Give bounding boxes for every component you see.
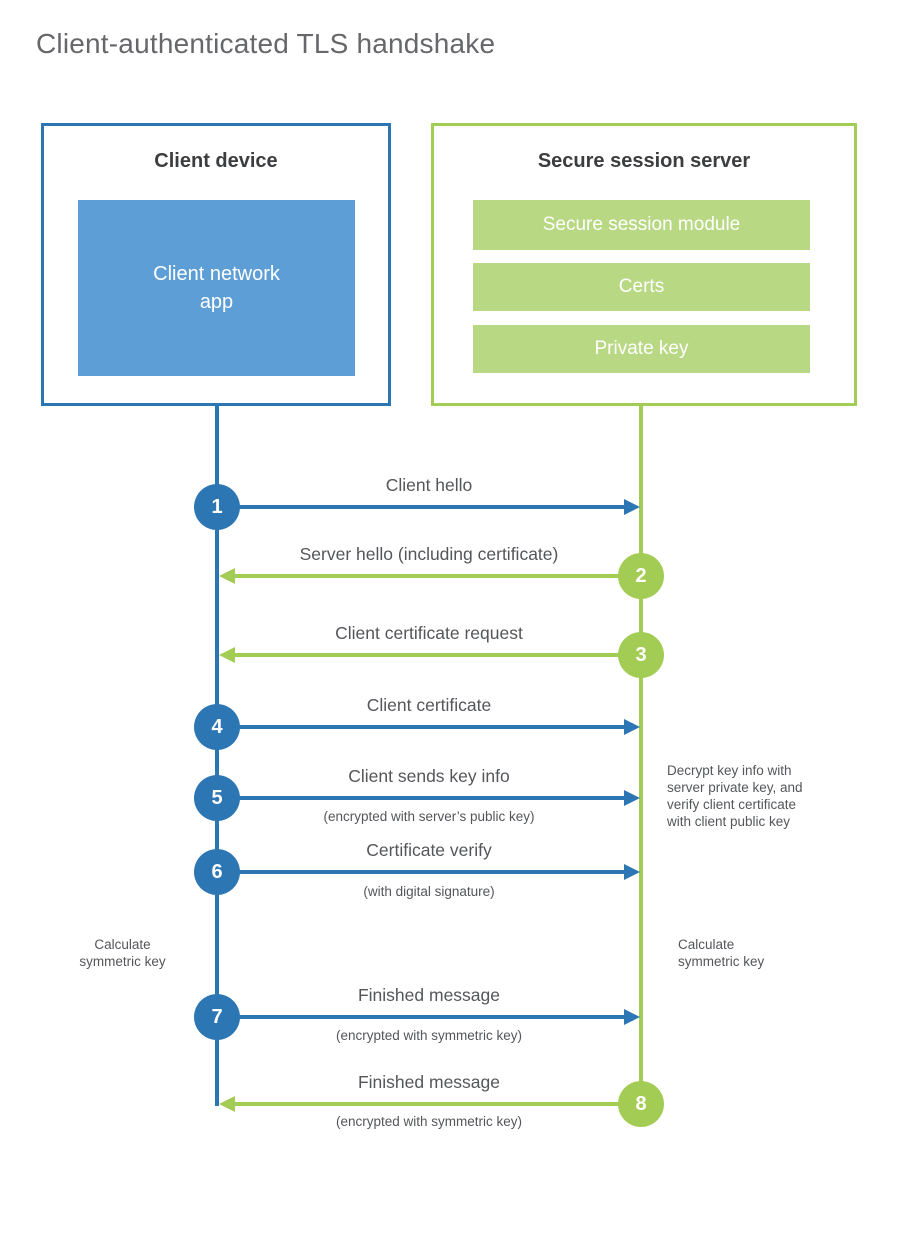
step-circle-6: 6: [194, 849, 240, 895]
message-sublabel-8: (encrypted with symmetric key): [335, 1114, 523, 1129]
message-sublabel-7: (encrypted with symmetric key): [335, 1028, 523, 1043]
message-label-1: Client hello: [385, 475, 473, 495]
message-arrow-5: [217, 796, 624, 800]
server-lifeline: [639, 405, 643, 1106]
message-label-4: Client certificate: [366, 695, 492, 715]
message-sublabel-5: (encrypted with server’s public key): [323, 809, 535, 824]
message-arrow-7: [217, 1015, 624, 1019]
secure-session-server-box: Secure session server Secure session mod…: [431, 123, 857, 406]
arrowhead-left-icon: [219, 647, 235, 663]
step-circle-2: 2: [618, 553, 664, 599]
arrowhead-left-icon: [219, 1096, 235, 1112]
server-decrypt-note-line: verify client certificate: [667, 797, 797, 812]
arrowhead-right-icon: [624, 864, 640, 880]
message-arrow-8: [235, 1102, 641, 1106]
server-decrypt-note: Decrypt key info with server private key…: [667, 762, 837, 830]
message-label-5: Client sends key info: [348, 766, 510, 786]
message-label-2: Server hello (including certificate): [299, 544, 559, 564]
arrowhead-right-icon: [624, 1009, 640, 1025]
message-label-8: Finished message: [357, 1072, 501, 1092]
server-module-secure-session: Secure session module: [473, 200, 810, 250]
arrowhead-right-icon: [624, 790, 640, 806]
step-circle-3: 3: [618, 632, 664, 678]
message-arrow-6: [217, 870, 624, 874]
step-circle-4: 4: [194, 704, 240, 750]
client-calc-symmetric-key-note: Calculate symmetric key: [79, 937, 166, 969]
secure-session-server-heading: Secure session server: [537, 150, 751, 172]
server-module-private-key: Private key: [473, 325, 810, 373]
step-circle-8: 8: [618, 1081, 664, 1127]
server-calc-symmetric-key-note: Calculate symmetric key: [678, 937, 765, 969]
step-circle-7: 7: [194, 994, 240, 1040]
message-label-3: Client certificate request: [335, 623, 523, 643]
client-network-app-label: Client network app: [153, 263, 280, 313]
message-arrow-4: [217, 725, 624, 729]
message-arrow-2: [235, 574, 641, 578]
client-lifeline: [215, 405, 219, 1106]
message-arrow-3: [235, 653, 641, 657]
arrowhead-right-icon: [624, 719, 640, 735]
client-network-app-block: Client network app: [78, 200, 355, 376]
arrowhead-left-icon: [219, 568, 235, 584]
message-label-6: Certificate verify: [366, 840, 492, 860]
message-label-7: Finished message: [357, 985, 501, 1005]
message-arrow-1: [217, 505, 624, 509]
client-device-heading: Client device: [154, 150, 278, 172]
step-circle-5: 5: [194, 775, 240, 821]
server-decrypt-note-line: with client public key: [667, 814, 791, 829]
step-circle-1: 1: [194, 484, 240, 530]
page-title: Client-authenticated TLS handshake: [36, 28, 496, 59]
server-decrypt-note-line: Decrypt key info with: [667, 763, 792, 778]
client-device-box: Client device Client network app: [41, 123, 391, 406]
message-sublabel-6: (with digital signature): [363, 884, 495, 899]
server-decrypt-note-line: server private key, and: [667, 780, 803, 795]
server-module-certs: Certs: [473, 263, 810, 311]
arrowhead-right-icon: [624, 499, 640, 515]
